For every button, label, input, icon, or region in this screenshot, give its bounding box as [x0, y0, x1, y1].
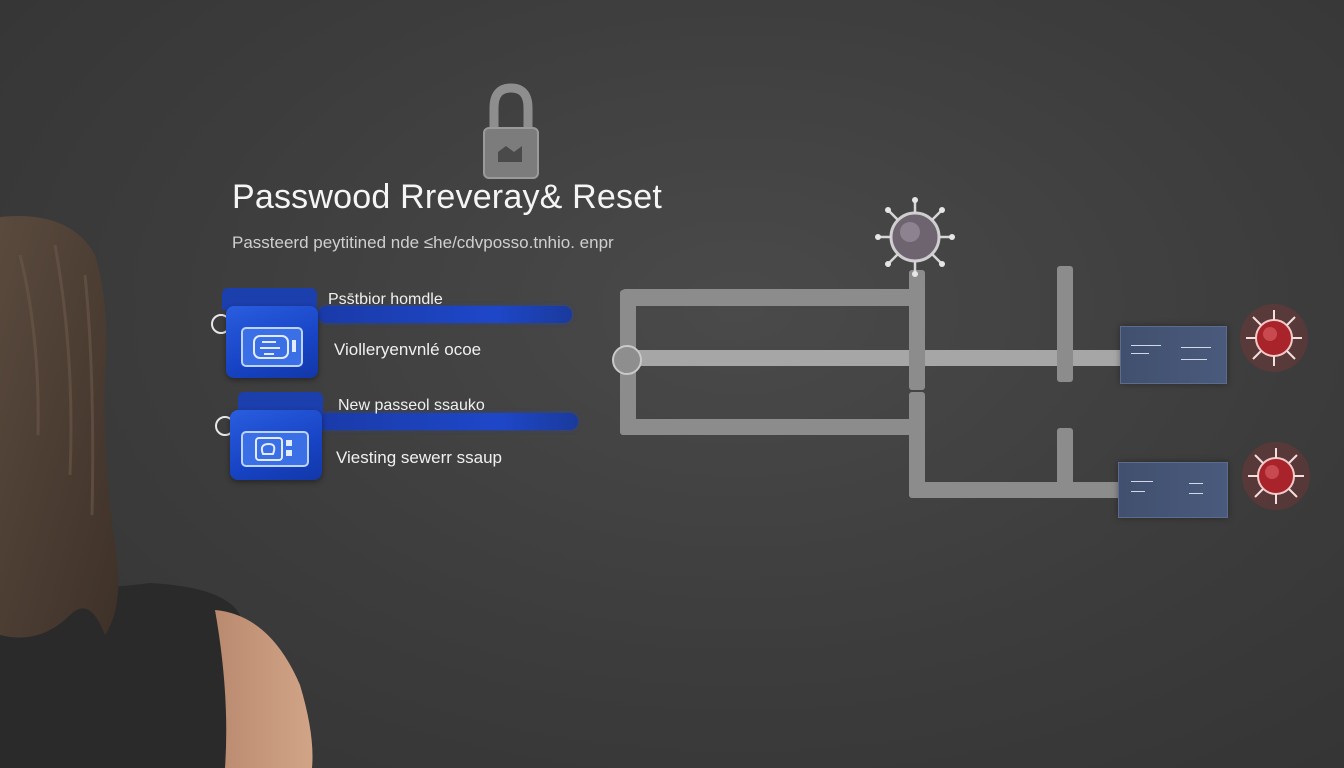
flow-pipe-riser-2: [909, 392, 925, 497]
flow-pipe-bottom: [622, 419, 914, 435]
step-1-title: Pss̄tbior homdle: [328, 291, 443, 308]
flow-pipe-riser-4: [1057, 428, 1073, 498]
endpoint-panel-bottom: [1118, 462, 1228, 518]
step-1-card-tab: [222, 288, 317, 310]
flow-pipe-lower: [909, 482, 1133, 498]
step-2-progress-bar: [318, 413, 578, 430]
step-1-progress-bar: [318, 306, 572, 323]
gray-virus-icon: [875, 197, 955, 277]
red-virus-icon-bottom: [1242, 442, 1310, 510]
flow-start-node: [612, 345, 642, 375]
step-2-card-tab: [238, 392, 323, 414]
flow-pipe-top: [622, 289, 914, 306]
flow-pipe-main: [636, 350, 1130, 366]
page-title: Passwood Rreveray& Reset: [232, 178, 662, 216]
step-1-subtitle: Violleryenvnlé ocoe: [334, 340, 482, 359]
key-card-icon: [241, 431, 309, 467]
step-1-card[interactable]: [226, 306, 318, 378]
step-2-subtitle: Viesting sewerr ssaup: [336, 448, 502, 467]
red-virus-icon-top: [1240, 304, 1308, 372]
flow-pipe-riser-3: [1057, 266, 1073, 382]
lock-icon: [483, 83, 539, 179]
flow-pipe-riser-1: [909, 270, 925, 390]
step-2-card[interactable]: [230, 410, 322, 480]
endpoint-panel-top: [1120, 326, 1227, 384]
step-2-title: New passeol ssauko: [338, 397, 485, 414]
person-silhouette: [0, 216, 313, 768]
shield-card-icon: [241, 327, 303, 367]
page-subtitle: Passteerd peytitined nde ≤he/cdvposso.tn…: [232, 233, 614, 252]
